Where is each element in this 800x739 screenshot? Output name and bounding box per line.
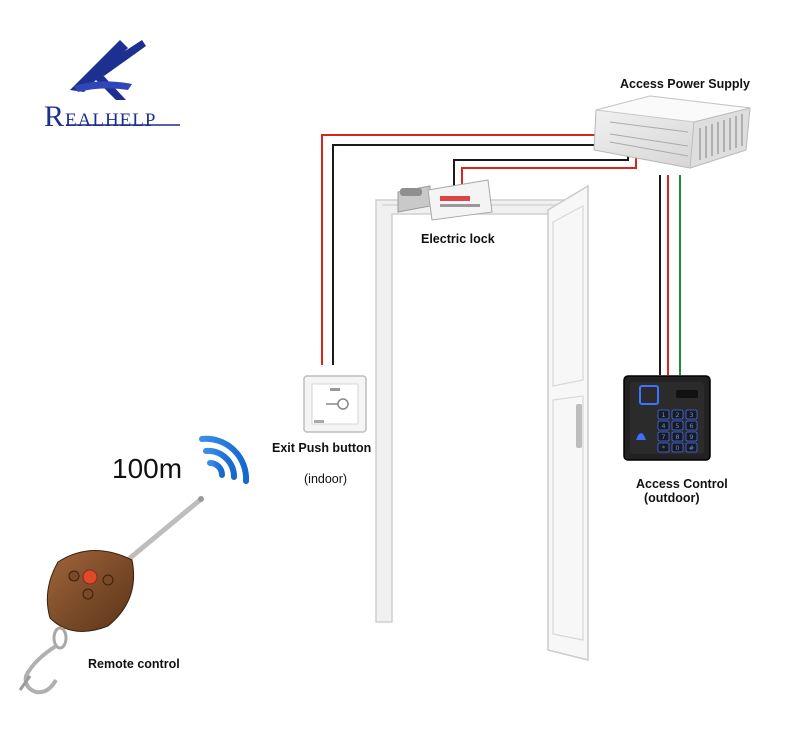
label-range: 100m [112, 453, 183, 484]
keypad-key-label: 4 [661, 422, 665, 430]
brand-name-rest: EALHELP [65, 110, 157, 131]
door-leaf [547, 184, 589, 661]
remote-control-device [18, 496, 204, 695]
keypad-key [685, 442, 698, 453]
brand-initial: R [44, 100, 66, 133]
label-exit-button: Exit Push button [272, 441, 372, 455]
logo-mark [70, 40, 146, 100]
keypad-key-label: 5 [675, 422, 679, 430]
remote-red-button [82, 569, 98, 585]
keypad-key [671, 442, 684, 453]
bell-icon [636, 433, 646, 440]
keypad-key-label: 7 [661, 433, 665, 441]
keypad-key-label: 3 [689, 411, 693, 419]
label-exit-button-note: (indoor) [304, 472, 348, 486]
keypad-key [671, 420, 684, 431]
keypad-key [685, 420, 698, 431]
keypad-key [685, 431, 698, 442]
card-reader-icon [639, 385, 659, 405]
key-ring-icon [52, 626, 68, 650]
wifi-icon [199, 435, 250, 484]
label-access-control: Access Control [636, 477, 728, 491]
electric-lock [397, 179, 493, 221]
keypad-key-label: 8 [675, 433, 679, 441]
door-frame [375, 199, 575, 651]
keypad-key-label: 2 [675, 411, 679, 419]
keypad-key [657, 431, 670, 442]
label-remote-control: Remote control [88, 657, 180, 671]
keypad-key-label: 6 [689, 422, 693, 430]
label-power-supply: Access Power Supply [620, 77, 750, 91]
power-supply [593, 95, 751, 169]
keypad-key-label: 0 [675, 444, 679, 452]
label-access-control-note: (outdoor) [644, 491, 700, 505]
remote-antenna [115, 497, 203, 571]
keypad-key-label: 1 [661, 411, 665, 419]
keypad-key [685, 409, 698, 420]
brand-logo-text: REALHELP [44, 100, 156, 134]
keypad-key-label: 9 [689, 433, 693, 441]
keypad-keys: 1 2 3 4 5 6 7 8 9 * 0 # [657, 409, 698, 453]
keypad-key [671, 431, 684, 442]
keypad-key [657, 409, 670, 420]
keypad-key [657, 420, 670, 431]
exit-button-device [303, 375, 367, 433]
access-control-keypad: 1 2 3 4 5 6 7 8 9 * 0 # [623, 375, 711, 461]
keypad-key-label: * [662, 444, 666, 452]
keypad-key-label: # [689, 444, 694, 452]
keypad-key [657, 442, 670, 453]
door-handle [576, 404, 582, 448]
keypad-key [671, 409, 684, 420]
wire-red-lock [461, 158, 637, 190]
label-electric-lock: Electric lock [421, 232, 495, 246]
wire-black-exit [332, 144, 610, 365]
